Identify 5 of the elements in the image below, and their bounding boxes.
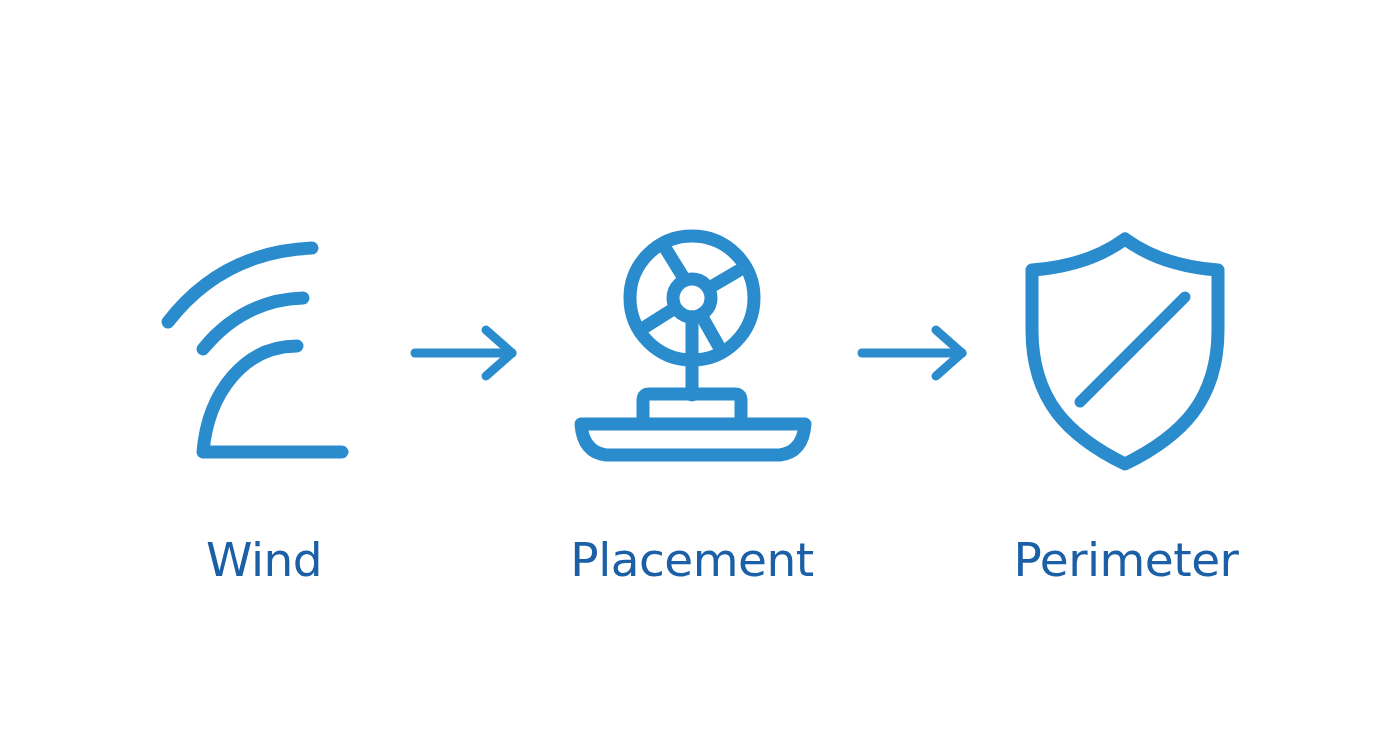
step-label: Placement: [570, 534, 814, 586]
step-label: Perimeter: [1013, 534, 1239, 586]
arrow: [410, 325, 517, 381]
arrow: [857, 325, 967, 381]
step-label: Wind: [205, 534, 323, 586]
